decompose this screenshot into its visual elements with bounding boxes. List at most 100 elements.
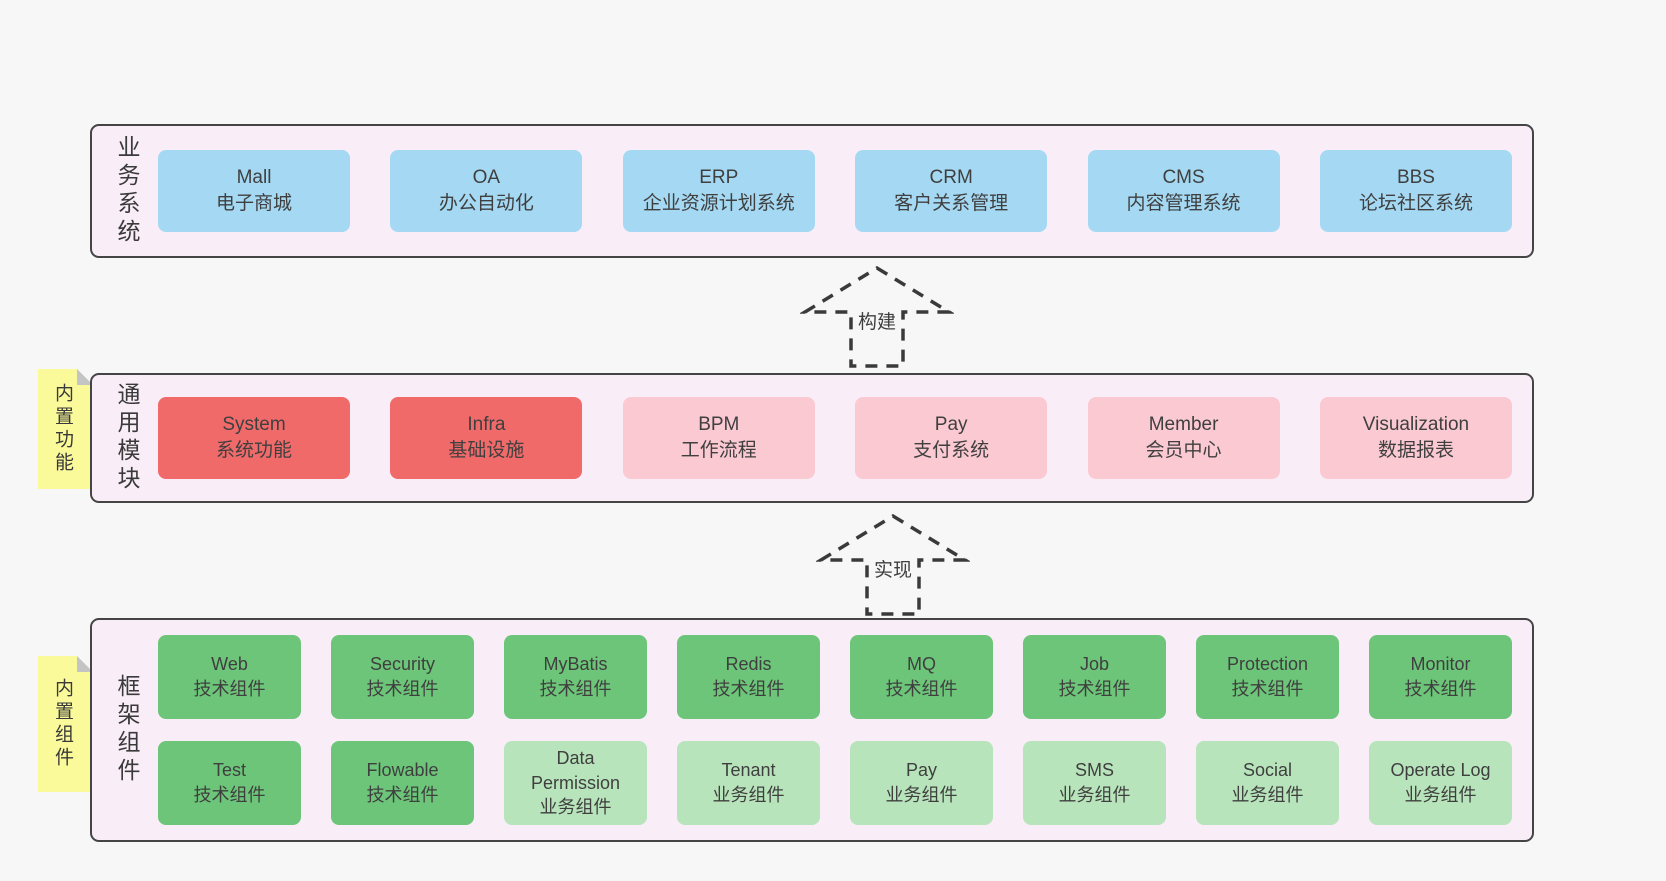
box-bbs-subtitle: 论坛社区系统 — [1358, 193, 1473, 214]
box-sms-subtitle: 业务组件 — [1058, 785, 1131, 805]
arrow-up-dashed-icon — [800, 265, 954, 368]
box-operate-log: Operate Log 业务组件 — [1369, 741, 1512, 825]
box-crm: CRM 客户关系管理 — [855, 150, 1048, 232]
box-system-subtitle: 系统功能 — [215, 440, 292, 461]
arrow-build: 构建 — [800, 264, 954, 370]
box-social: Social 业务组件 — [1196, 741, 1339, 825]
sticky-note-label: 内置功能 — [52, 383, 73, 475]
box-infra: Infra 基础设施 — [390, 397, 583, 479]
box-redis: Redis 技术组件 — [677, 635, 820, 719]
box-visualization-subtitle: 数据报表 — [1377, 440, 1454, 461]
sticky-fold-corner-icon — [77, 369, 93, 385]
box-system-name: System — [222, 413, 286, 435]
box-flowable-name: Flowable — [366, 760, 439, 781]
box-oa: OA 办公自动化 — [390, 150, 583, 232]
box-mall-name: Mall — [236, 166, 272, 188]
box-web-subtitle: 技术组件 — [193, 679, 266, 699]
box-pay-module-name: Pay — [934, 413, 968, 435]
arrow-implement: 实现 — [816, 512, 970, 618]
box-crm-subtitle: 客户关系管理 — [894, 193, 1009, 214]
box-system: System 系统功能 — [158, 397, 350, 479]
box-social-name: Social — [1242, 760, 1293, 781]
box-mq: MQ 技术组件 — [850, 635, 993, 719]
box-web-name: Web — [211, 654, 248, 675]
box-mybatis: MyBatis 技术组件 — [504, 635, 647, 719]
box-bpm-name: BPM — [698, 413, 740, 435]
box-bpm: BPM 工作流程 — [622, 397, 815, 479]
box-mq-name: MQ — [907, 654, 936, 675]
box-redis-name: Redis — [725, 654, 772, 675]
box-tenant-name: Tenant — [721, 760, 776, 781]
box-erp-name: ERP — [699, 166, 739, 188]
band-framework-components-boxes: Web 技术组件 Security 技术组件 MyBatis 技术组件 Redi… — [148, 635, 1532, 825]
box-pay-module: Pay 支付系统 — [855, 397, 1048, 479]
box-pay-component-subtitle: 业务组件 — [885, 785, 958, 805]
box-mybatis-name: MyBatis — [543, 654, 608, 675]
box-oa-subtitle: 办公自动化 — [438, 193, 534, 214]
box-bbs-name: BBS — [1396, 166, 1435, 188]
box-pay-component: Pay 业务组件 — [850, 741, 993, 825]
box-member-name: Member — [1148, 413, 1219, 435]
box-mq-subtitle: 技术组件 — [885, 679, 958, 699]
box-erp-subtitle: 企业资源计划系统 — [642, 193, 795, 214]
box-job-subtitle: 技术组件 — [1058, 679, 1131, 699]
box-data-permission-subtitle: 业务组件 — [539, 797, 612, 818]
box-monitor-subtitle: 技术组件 — [1404, 679, 1477, 699]
box-security-name: Security — [369, 654, 436, 675]
box-infra-subtitle: 基础设施 — [448, 440, 525, 461]
box-test-subtitle: 技术组件 — [193, 785, 266, 805]
sticky-fold-corner-icon — [77, 656, 93, 672]
sticky-note-built-in-features: 内置功能 — [38, 369, 93, 489]
box-web: Web 技术组件 — [158, 635, 301, 719]
box-erp: ERP 企业资源计划系统 — [622, 150, 815, 232]
box-tenant: Tenant 业务组件 — [677, 741, 820, 825]
box-bpm-subtitle: 工作流程 — [680, 440, 757, 461]
box-member-subtitle: 会员中心 — [1145, 440, 1222, 461]
band-framework-components-label: 框架组件 — [114, 674, 140, 786]
box-mybatis-subtitle: 技术组件 — [539, 679, 612, 699]
box-protection-name: Protection — [1226, 654, 1309, 675]
box-visualization-name: Visualization — [1362, 413, 1470, 435]
box-visualization: Visualization 数据报表 — [1319, 397, 1512, 479]
band-common-modules-boxes: System 系统功能 Infra 基础设施 BPM 工作流程 Pay 支付系统… — [148, 397, 1532, 479]
arrow-implement-label: 实现 — [868, 554, 918, 583]
box-member: Member 会员中心 — [1087, 397, 1280, 479]
box-protection: Protection 技术组件 — [1196, 635, 1339, 719]
band-common-modules: 通用模块 System 系统功能 Infra 基础设施 BPM 工作流程 Pay… — [90, 373, 1534, 503]
box-monitor-name: Monitor — [1410, 654, 1471, 675]
box-test: Test 技术组件 — [158, 741, 301, 825]
box-pay-module-subtitle: 支付系统 — [913, 440, 990, 461]
box-security: Security 技术组件 — [331, 635, 474, 719]
box-sms: SMS 业务组件 — [1023, 741, 1166, 825]
box-bbs: BBS 论坛社区系统 — [1319, 150, 1512, 232]
box-test-name: Test — [212, 760, 246, 781]
band-common-modules-label: 通用模块 — [114, 382, 140, 494]
box-cms-subtitle: 内容管理系统 — [1126, 193, 1241, 214]
box-oa-name: OA — [472, 166, 501, 188]
band-business-systems-label: 业务系统 — [114, 135, 140, 247]
band-business-systems-boxes: Mall 电子商城 OA 办公自动化 ERP 企业资源计划系统 CRM 客户关系… — [148, 150, 1532, 232]
band-framework-components: 框架组件 Web 技术组件 Security 技术组件 MyBatis 技术组件… — [90, 618, 1534, 842]
box-redis-subtitle: 技术组件 — [712, 679, 785, 699]
box-job-name: Job — [1079, 654, 1110, 675]
box-monitor: Monitor 技术组件 — [1369, 635, 1512, 719]
box-data-permission: Data Permission 业务组件 — [504, 741, 647, 825]
box-operate-log-name: Operate Log — [1390, 760, 1491, 781]
arrow-build-label: 构建 — [852, 306, 902, 335]
sticky-note-label: 内置组件 — [52, 678, 73, 770]
box-flowable: Flowable 技术组件 — [331, 741, 474, 825]
box-job: Job 技术组件 — [1023, 635, 1166, 719]
box-data-permission-name: Data Permission — [530, 747, 621, 793]
box-sms-name: SMS — [1074, 760, 1114, 781]
box-infra-name: Infra — [467, 413, 506, 435]
box-cms-name: CMS — [1162, 166, 1205, 188]
box-tenant-subtitle: 业务组件 — [712, 785, 785, 805]
band-business-systems: 业务系统 Mall 电子商城 OA 办公自动化 ERP 企业资源计划系统 CRM… — [90, 124, 1534, 258]
box-pay-component-name: Pay — [905, 760, 938, 781]
arrow-up-dashed-icon — [816, 513, 970, 616]
box-mall-subtitle: 电子商城 — [215, 193, 292, 214]
box-cms: CMS 内容管理系统 — [1087, 150, 1280, 232]
box-security-subtitle: 技术组件 — [366, 679, 439, 699]
box-social-subtitle: 业务组件 — [1231, 785, 1304, 805]
